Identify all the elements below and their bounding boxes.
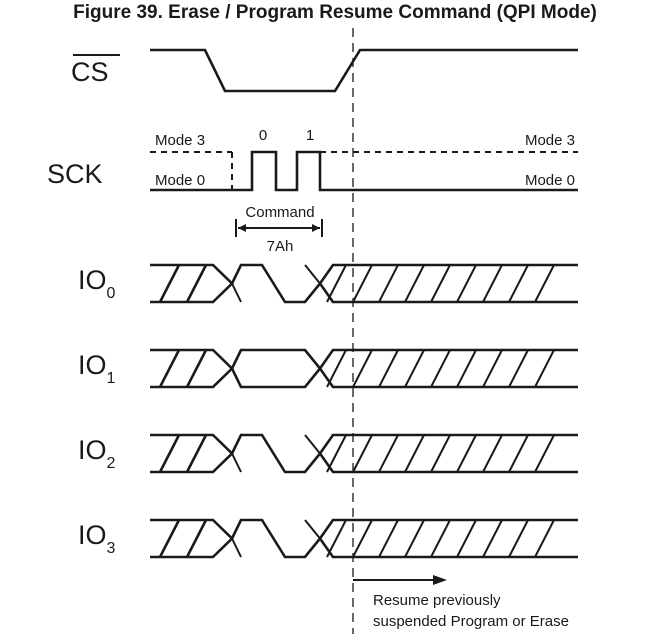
io0-right-hatch-2 [352, 264, 373, 303]
io2-right-hatch-6 [456, 434, 477, 473]
io2-right-hatch-3 [378, 434, 399, 473]
io3-right-bus-top [318, 518, 578, 540]
io0-left-hatch-2 [185, 264, 208, 303]
mode0-left-label: Mode 0 [155, 172, 205, 189]
io0-right-hatch-7 [482, 264, 503, 303]
resume-arrow-head [433, 575, 447, 585]
command-value: 7Ah [267, 238, 294, 255]
resume-text-line1: Resume previously [373, 592, 501, 609]
command-label: Command [245, 204, 314, 221]
io3-right-hatch-4 [404, 519, 425, 558]
io1-right-hatch-5 [430, 349, 451, 388]
clock-0-label: 0 [259, 127, 267, 144]
io0-left-hatch-1 [158, 264, 181, 303]
resume-annotation: Resume previously suspended Program or E… [353, 575, 569, 630]
io1-right-hatch-3 [378, 349, 399, 388]
io2-left-hatch-1 [158, 434, 181, 473]
command-bracket: Command 7Ah [235, 204, 323, 255]
io1-right-hatch-8 [508, 349, 529, 388]
io1-right-hatch-4 [404, 349, 425, 388]
sck-waveform [232, 150, 578, 192]
sck-label: SCK [47, 159, 103, 189]
io0-right-hatch-1 [326, 264, 347, 303]
io2-right-hatch-9 [534, 434, 555, 473]
command-arrow-right [312, 224, 320, 232]
io0-right-bus-top [318, 263, 578, 285]
io-waveforms [150, 263, 578, 559]
io3-left-hatch-1 [158, 519, 181, 558]
io2-right-hatch-7 [482, 434, 503, 473]
io0-label: IO0 [78, 265, 116, 302]
io3-label: IO3 [78, 520, 116, 557]
io2-command-bits [230, 433, 322, 474]
io1-right-hatch-1 [326, 349, 347, 388]
io1-right-bus-top [318, 348, 578, 370]
io1-command-bits-low [230, 367, 322, 389]
io2-left-hatch-2 [185, 434, 208, 473]
io3-right-hatch-5 [430, 519, 451, 558]
io3-command-edge-high [304, 519, 321, 540]
mode3-left-label: Mode 3 [155, 132, 205, 149]
io2-right-hatch-1 [326, 434, 347, 473]
io2-right-hatch-5 [430, 434, 451, 473]
io3-right-hatch-9 [534, 519, 555, 558]
io0-right-bus-bottom [318, 282, 578, 304]
io2-right-hatch-4 [404, 434, 425, 473]
io1-right-hatch-7 [482, 349, 503, 388]
io0-command-edge-high [304, 264, 321, 285]
io0-right-hatch-6 [456, 264, 477, 303]
io3-left-hatch-3 [212, 537, 233, 558]
cs-signal: CS [71, 48, 578, 93]
io2-command-edge-low [231, 453, 242, 473]
io3-right-hatch-8 [508, 519, 529, 558]
io2-left-hatch-3 [212, 452, 233, 473]
mode3-right-label: Mode 3 [525, 132, 575, 149]
mode0-right-label: Mode 0 [525, 172, 575, 189]
io3-right-bus-bottom [318, 537, 578, 559]
io2-command-edge-high [304, 434, 321, 455]
io3-right-hatch-2 [352, 519, 373, 558]
resume-text-line2: suspended Program or Erase [373, 613, 569, 630]
io1-right-bus-bottom [318, 367, 578, 389]
io2-right-bus-top [318, 433, 578, 455]
io0-command-edge-low [231, 283, 242, 303]
cs-waveform [150, 48, 578, 93]
io2-right-bus-bottom [318, 452, 578, 474]
io1-left-hatch-3 [212, 367, 233, 388]
io0-right-hatch-3 [378, 264, 399, 303]
io1-right-hatch-9 [534, 349, 555, 388]
io1-command-bits-high [230, 348, 322, 370]
io0-right-hatch-9 [534, 264, 555, 303]
io1-right-hatch-2 [352, 349, 373, 388]
io3-right-hatch-1 [326, 519, 347, 558]
io3-command-edge-low [231, 538, 242, 558]
sck-signal: SCK Mode 3 Mode 0 0 1 Mode 3 Mode 0 [47, 127, 578, 192]
figure-title: Figure 39. Erase / Program Resume Comman… [73, 2, 597, 23]
io0-right-hatch-8 [508, 264, 529, 303]
io1-label: IO1 [78, 350, 116, 387]
io0-left-hatch-3 [212, 282, 233, 303]
io3-right-hatch-6 [456, 519, 477, 558]
io3-right-hatch-7 [482, 519, 503, 558]
io1-left-hatch-2 [185, 349, 208, 388]
clock-1-label: 1 [306, 127, 314, 144]
io0-right-hatch-5 [430, 264, 451, 303]
io3-command-bits [230, 518, 322, 559]
io0-right-hatch-4 [404, 264, 425, 303]
io2-right-hatch-2 [352, 434, 373, 473]
cs-label: CS [71, 57, 109, 87]
io2-right-hatch-8 [508, 434, 529, 473]
io1-right-hatch-6 [456, 349, 477, 388]
io3-left-hatch-2 [185, 519, 208, 558]
command-arrow-left [238, 224, 246, 232]
io3-right-hatch-3 [378, 519, 399, 558]
io0-command-bits [230, 263, 322, 304]
io2-label: IO2 [78, 435, 116, 472]
io1-left-hatch-1 [158, 349, 181, 388]
